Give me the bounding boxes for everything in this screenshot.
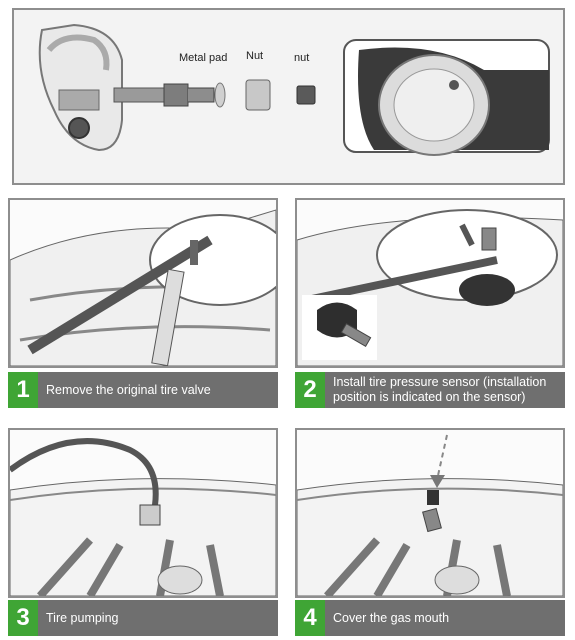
step-4-caption: Cover the gas mouth [333, 610, 450, 625]
metal-pad-label: Metal pad [179, 52, 228, 64]
step-2-caption-line-2: position is indicated on the sensor) [333, 390, 526, 404]
tpms-sensor-drawing [38, 23, 215, 152]
wheel-closeup [343, 39, 550, 156]
small-nut-part [296, 85, 316, 105]
step-2-caption-line-1: Install tire pressure sensor (installati… [333, 375, 547, 389]
nut-label: Nut [246, 50, 264, 62]
nut-part [245, 79, 271, 111]
metal-pad-part [214, 82, 226, 108]
step-3-number: 3 [8, 600, 38, 636]
step-2-illustration [295, 198, 565, 368]
step-1-caption-bar: 1 Remove the original tire valve [8, 372, 278, 408]
step-4-caption-bar: 4 Cover the gas mouth [295, 600, 565, 636]
step-4-number: 4 [295, 600, 325, 636]
step-1-caption: Remove the original tire valve [46, 382, 211, 397]
step-1-illustration [8, 198, 278, 368]
parts-overview-panel: Metal pad Nut nut [12, 8, 565, 185]
sensor-assembly-illustration [38, 23, 550, 156]
step-3-caption: Tire pumping [46, 610, 119, 625]
step-2-number: 2 [295, 372, 325, 408]
step-2-caption: Install tire pressure sensor (installati… [325, 375, 546, 405]
step-3-caption-bar: 3 Tire pumping [8, 600, 278, 636]
step-1-number: 1 [8, 372, 38, 408]
step-2-caption-bar: 2 Install tire pressure sensor (installa… [295, 372, 565, 408]
small-nut-label: nut [294, 52, 310, 64]
step-3-illustration [8, 428, 278, 598]
step-4-illustration [295, 428, 565, 598]
